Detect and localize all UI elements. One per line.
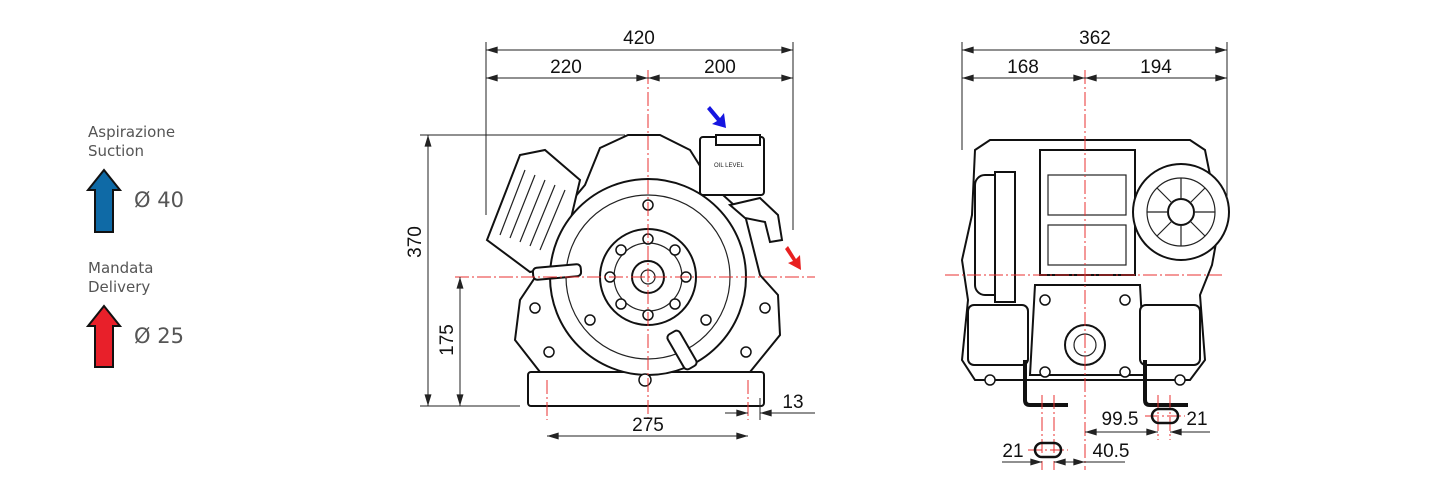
dim-left-slot-offset: 40.5	[1093, 441, 1130, 462]
oil-level-label: OIL LEVEL	[714, 163, 744, 169]
delivery-arrow-icon	[85, 304, 123, 368]
inlet-flow-arrow-icon	[707, 106, 726, 128]
dim-shaft-height: 175	[437, 324, 458, 356]
front-dimensions: 420 220 200 370 175 275 13	[405, 28, 815, 440]
delivery-label-en: Delivery	[88, 278, 150, 296]
dim-left-slot-width: 21	[1002, 441, 1023, 462]
dim-right-depth: 194	[1140, 57, 1172, 78]
dim-left-depth: 168	[1007, 57, 1039, 78]
side-dimensions: 362 168 194 99.5 21 21 40.5	[961, 28, 1228, 466]
delivery-label-it: Mandata	[88, 259, 153, 277]
dim-right-slot-offset: 99.5	[1102, 409, 1139, 430]
legend: Aspirazione Suction Ø 40 Mandata Deliver…	[85, 123, 184, 368]
side-view-pump	[960, 139, 1230, 407]
dim-base-hole-spacing: 275	[632, 415, 664, 436]
dim-overall-height: 370	[405, 226, 426, 258]
delivery-diameter: Ø 25	[134, 324, 184, 348]
suction-arrow-icon	[85, 168, 123, 233]
dim-right-slot-width: 21	[1186, 409, 1207, 430]
dim-left-width: 220	[550, 57, 582, 78]
right-mounting-slot	[1150, 407, 1180, 425]
dim-overall-depth: 362	[1079, 28, 1111, 49]
dim-base-hole-offset: 13	[782, 392, 803, 413]
dim-right-width: 200	[704, 57, 736, 78]
suction-diameter: Ø 40	[134, 188, 184, 212]
suction-label-it: Aspirazione	[88, 123, 175, 141]
dim-overall-width: 420	[623, 28, 655, 49]
front-view-pump: OIL LEVEL	[485, 134, 784, 407]
suction-label-en: Suction	[88, 142, 144, 160]
left-mounting-slot	[1033, 441, 1063, 459]
outlet-flow-arrow-icon	[785, 246, 801, 270]
